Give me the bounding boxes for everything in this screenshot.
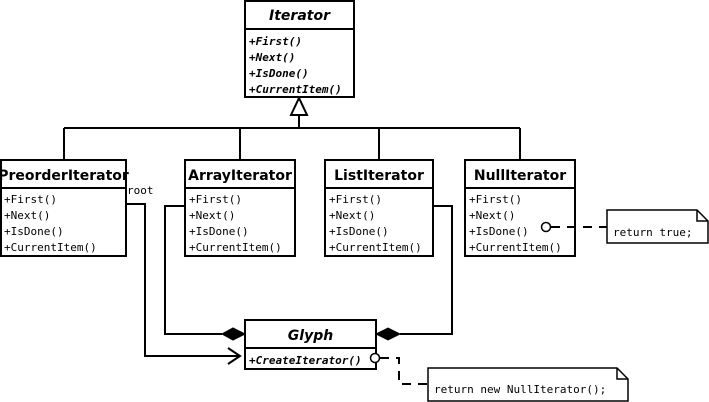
operation: +IsDone() [249, 67, 309, 80]
class-name: ListIterator [334, 168, 424, 184]
class-name: Glyph [288, 328, 333, 344]
operation: +IsDone() [4, 225, 64, 238]
aggregation-diamond-left [220, 327, 247, 341]
note-glyph-create-iterator: return new NullIterator(); [369, 352, 629, 402]
class-iterator[interactable]: Iterator +First() +Next() +IsDone() +Cur… [244, 0, 355, 98]
operation: +First() [469, 193, 522, 206]
operation: +CurrentItem() [189, 241, 282, 254]
class-list-iterator[interactable]: ListIterator +First() +Next() +IsDone() … [324, 159, 434, 257]
aggregation-array-to-glyph [164, 205, 222, 335]
operation: +Next() [469, 209, 515, 222]
aggregation-diamond-right [374, 327, 402, 341]
operation: +IsDone() [189, 225, 249, 238]
operation: +Next() [189, 209, 235, 222]
aggregation-list-to-glyph [400, 205, 453, 335]
note-null-isdone: return true; [540, 209, 709, 244]
operation: +CurrentItem() [469, 241, 562, 254]
note-text: return new NullIterator(); [434, 383, 606, 396]
operation: +Next() [4, 209, 50, 222]
class-name: NullIterator [474, 168, 566, 184]
class-preorder-iterator[interactable]: PreorderIterator +First() +Next() +IsDon… [0, 159, 129, 257]
class-name: PreorderIterator [0, 168, 129, 184]
operation: +CreateIterator() [249, 354, 362, 367]
operation: +CurrentItem() [4, 241, 97, 254]
class-glyph[interactable]: Glyph +CreateIterator() [244, 319, 377, 370]
operation: +IsDone() [469, 225, 529, 238]
class-name: Iterator [269, 8, 331, 24]
operation: +First() [4, 193, 57, 206]
class-array-iterator[interactable]: ArrayIterator +First() +Next() +IsDone()… [184, 159, 296, 257]
note-text: return true; [613, 226, 692, 239]
class-null-iterator[interactable]: NullIterator +First() +Next() +IsDone() … [464, 159, 576, 257]
class-name: ArrayIterator [188, 168, 292, 184]
operation: +Next() [329, 209, 375, 222]
operation: +Next() [249, 51, 295, 64]
operation: +First() [249, 35, 302, 48]
generalization-connectors [63, 115, 521, 160]
association-role-label: root [127, 184, 154, 197]
generalization-arrowhead [289, 95, 309, 116]
operation: +IsDone() [329, 225, 389, 238]
operation: +CurrentItem() [249, 83, 342, 96]
operation: +CurrentItem() [329, 241, 422, 254]
operation: +First() [329, 193, 382, 206]
operation: +First() [189, 193, 242, 206]
association-root [126, 203, 242, 365]
